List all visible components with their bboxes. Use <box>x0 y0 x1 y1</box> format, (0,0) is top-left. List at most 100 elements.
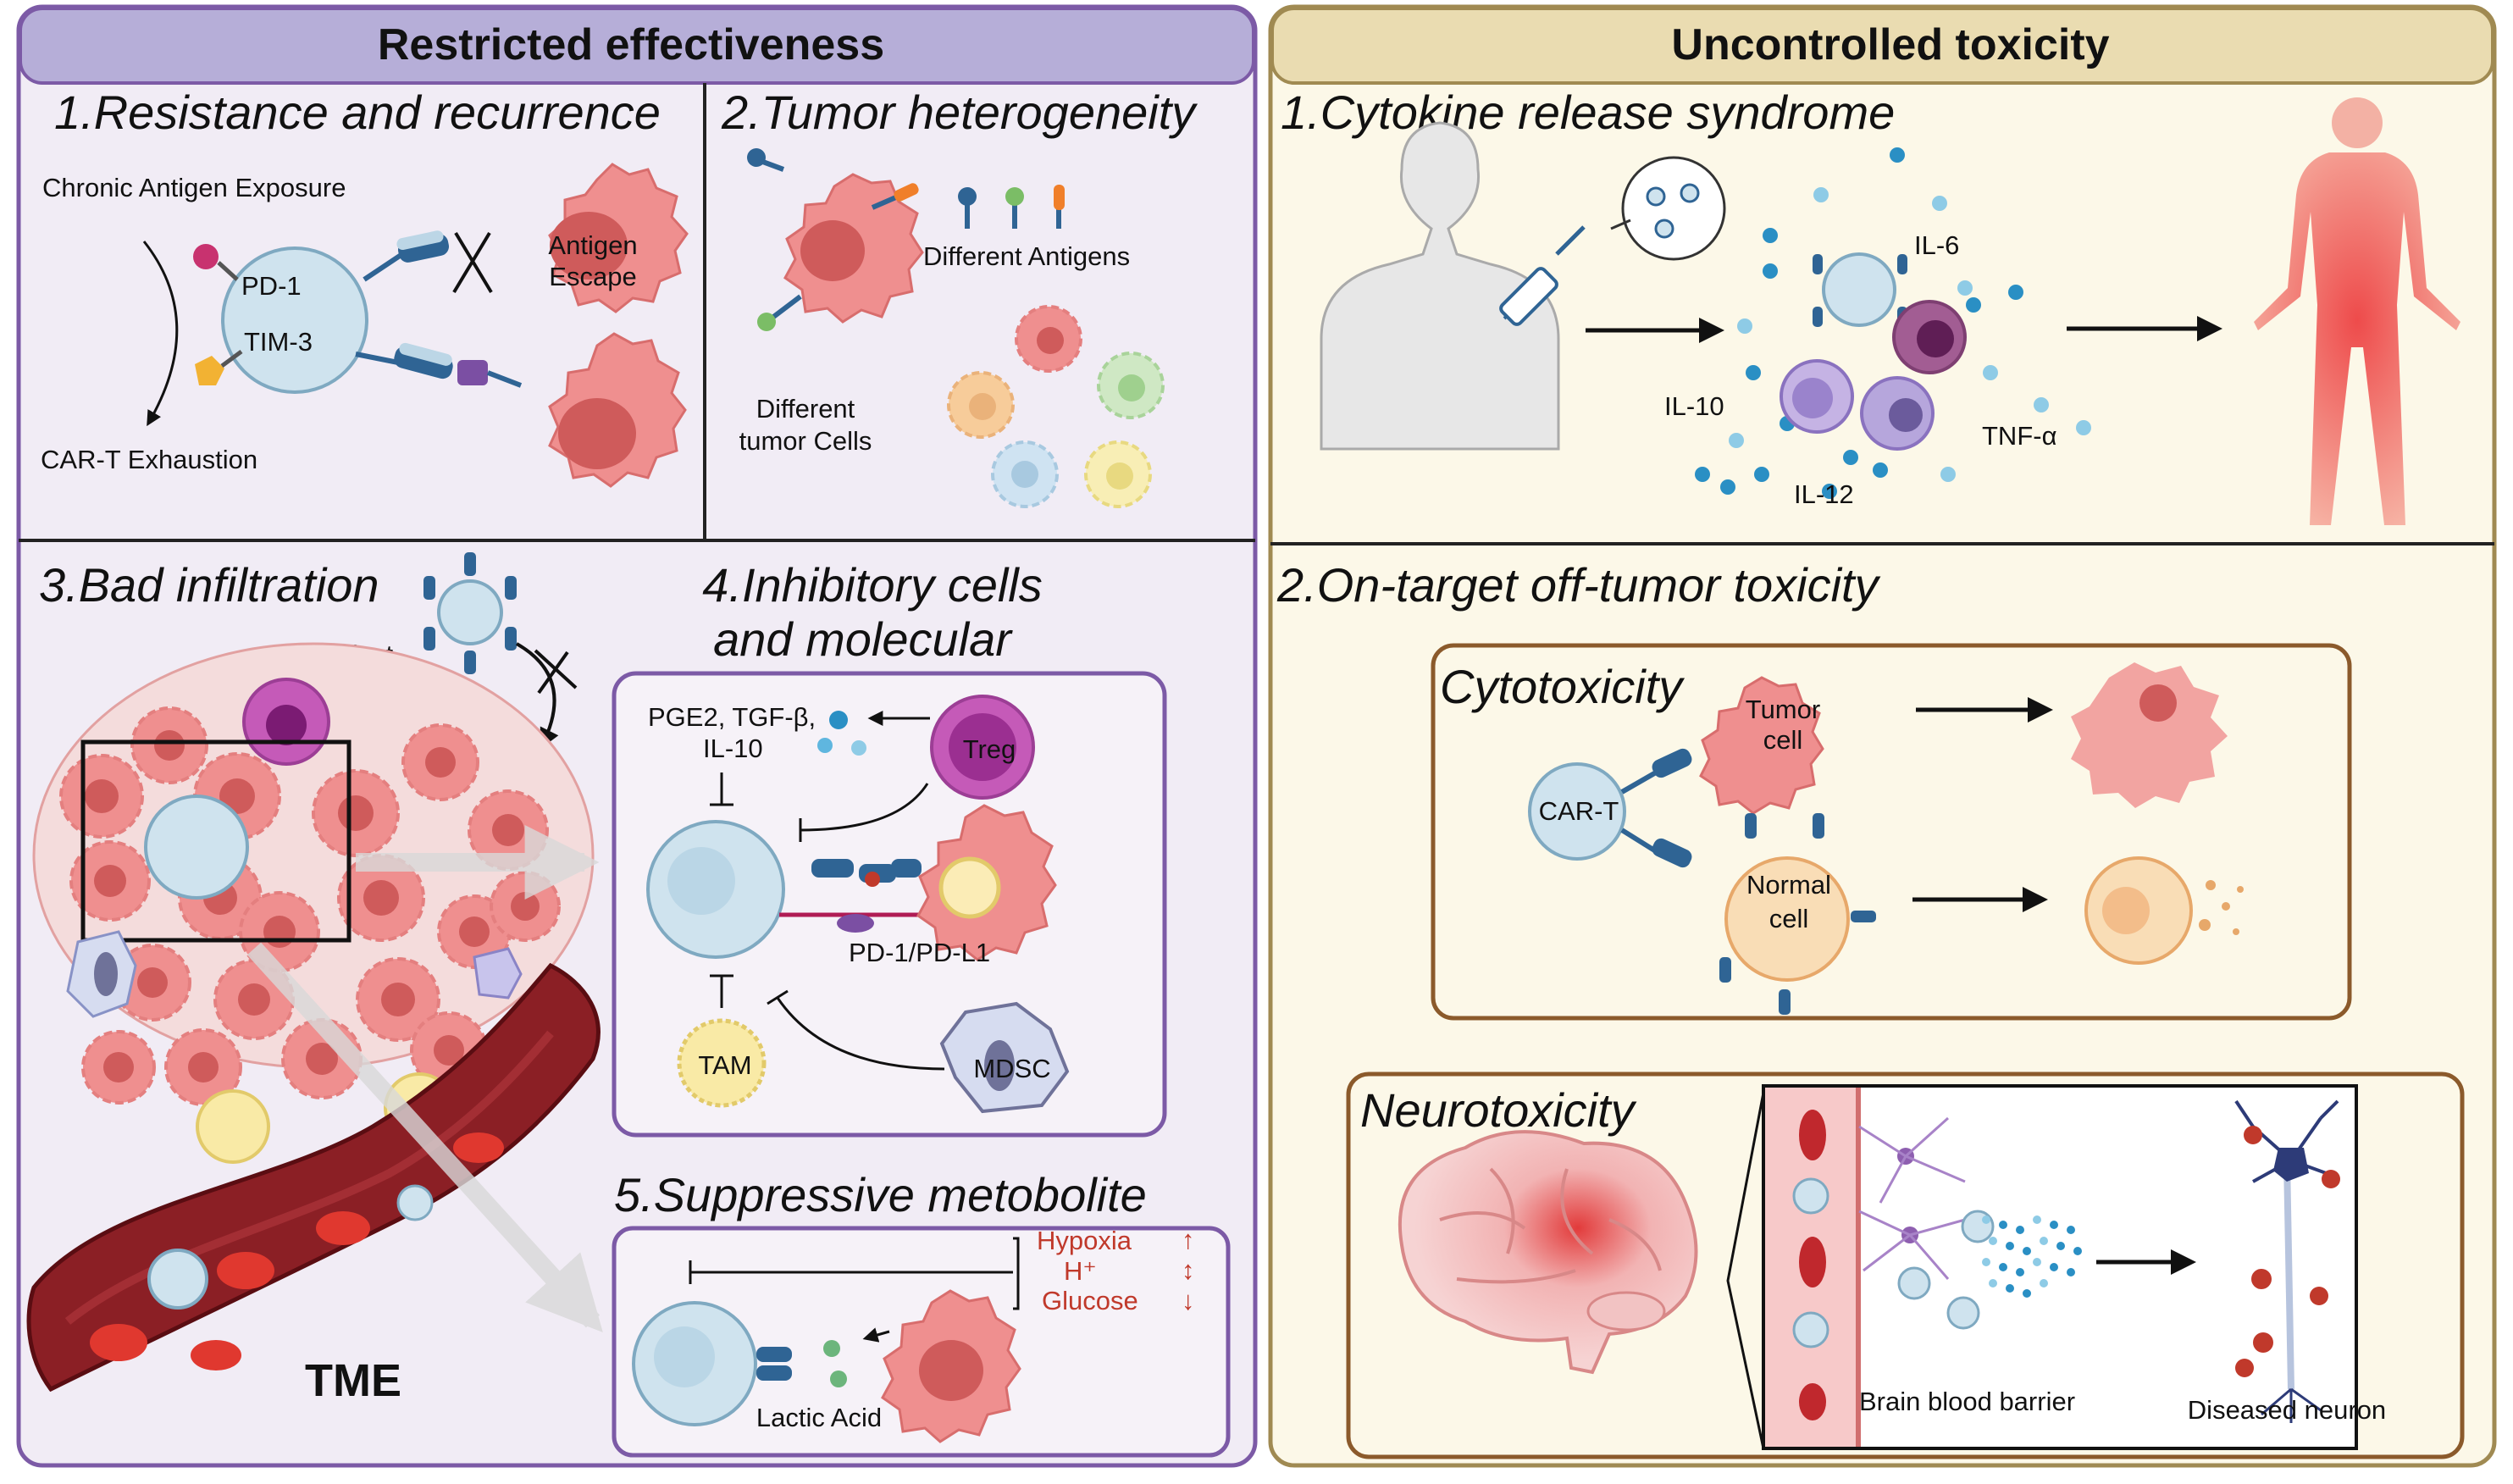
metabolite-title: 5.Suppressive metobolite <box>614 1168 1147 1221</box>
lactic-acid-label: Lactic Acid <box>756 1403 882 1432</box>
neuron-icon <box>2234 1099 2340 1423</box>
right-panel-header: Uncontrolled toxicity <box>1671 20 2109 69</box>
car-receptor-icon <box>811 859 922 887</box>
il6-label: IL-6 <box>1914 230 1959 260</box>
tam-label: TAM <box>698 1050 751 1080</box>
different-cells-label-2: tumor Cells <box>739 426 872 456</box>
molecules-label-2: IL-10 <box>703 734 763 763</box>
blood-vessel-icon <box>26 962 601 1393</box>
brain-icon <box>1398 1130 1698 1375</box>
il10-label: IL-10 <box>1664 391 1724 421</box>
normal-cell-icon <box>1719 813 1876 1015</box>
diseased-neuron-label: Diseased neuron <box>2188 1395 2386 1425</box>
car-receptor-icon <box>355 342 523 388</box>
neurotoxicity-title: Neurotoxicity <box>1360 1083 1637 1137</box>
arrow-up-icon: ↑ <box>1182 1225 1195 1254</box>
h-ion-label: H⁺ <box>1064 1256 1097 1286</box>
tumor-cell-icon <box>356 957 440 1042</box>
tumor-cell-icon <box>337 854 425 942</box>
antigen-escape-label-2: Escape <box>549 262 636 291</box>
tumor-cell-icon <box>81 1030 156 1105</box>
chronic-antigen-label: Chronic Antigen Exposure <box>42 173 346 202</box>
cytotoxicity-title: Cytotoxicity <box>1440 660 1685 713</box>
section-metabolite: 5.Suppressive metobolite Hypoxia H⁺ Gluc… <box>612 1168 1231 1458</box>
pd1-pdl1-label: PD-1/PD-L1 <box>849 938 990 967</box>
tme-label: TME <box>305 1355 401 1406</box>
glucose-label: Glucose <box>1042 1286 1138 1315</box>
inhibitory-title-2: and molecular <box>713 612 1013 666</box>
tumor-cell-icon <box>69 840 151 922</box>
mdsc-label: MDSC <box>973 1054 1050 1083</box>
tam-cell-icon <box>677 1018 767 1108</box>
otot-title: 2.On-target off-tumor toxicity <box>1276 558 1881 612</box>
antigen-escape-label-1: Antigen <box>548 230 637 260</box>
car-t-cell-icon <box>646 820 785 959</box>
crs-title: 1.Cytokine release syndrome <box>1281 86 1895 139</box>
car-t-cell-icon <box>1528 762 1626 861</box>
tumor-cell-icon <box>312 769 400 857</box>
section-neuro: Neurotoxicity <box>1346 1071 2465 1459</box>
tumor-cell-icon <box>991 440 1059 508</box>
tumor-cell-icon <box>490 871 561 942</box>
hypoxia-label: Hypoxia <box>1037 1226 1132 1255</box>
tumor-cell-icon <box>130 706 208 784</box>
pd1-label: PD-1 <box>241 271 302 301</box>
resistance-title: 1.Resistance and recurrence <box>54 86 661 139</box>
astrocyte-icon <box>1858 1116 1966 1280</box>
car-t-label: CAR-T <box>1539 796 1619 826</box>
normal-cell-label-2: cell <box>1769 904 1809 933</box>
section-heterogeneity: 2.Tumor heterogeneity Different Antigens… <box>721 86 1198 508</box>
car-t-cell-icon <box>1813 252 1907 327</box>
tim3-label: TIM-3 <box>244 327 313 357</box>
car-t-cell-icon <box>144 795 249 900</box>
tumor-cell-icon <box>548 332 687 488</box>
arrow-updown-icon: ↕ <box>1182 1255 1195 1285</box>
tumor-cell-icon <box>401 723 479 801</box>
different-cells-label-1: Different <box>756 394 855 424</box>
arrow-down-icon: ↓ <box>1182 1286 1195 1315</box>
molecules-label-1: PGE2, TGF-β, <box>648 702 816 732</box>
section-otot: 2.On-target off-tumor toxicity Cytotoxic… <box>1276 558 2352 1021</box>
tumor-cell-icon <box>59 754 144 839</box>
normal-cell-label-1: Normal <box>1746 870 1831 900</box>
treg-label: Treg <box>963 734 1016 764</box>
il12-label: IL-12 <box>1794 479 1854 509</box>
left-panel-header: Restricted effectiveness <box>378 20 884 69</box>
section-crs: 1.Cytokine release syndrome IL-6 I <box>1281 86 2460 525</box>
car-t-exhaustion-label: CAR-T Exhaustion <box>41 445 257 474</box>
section-inhibitory: 4.Inhibitory cells and molecular PGE2, T… <box>612 558 1167 1138</box>
tumor-cell-icon <box>1097 352 1165 419</box>
tumor-cell-icon <box>1015 305 1082 373</box>
heterogeneity-title: 2.Tumor heterogeneity <box>721 86 1198 139</box>
tumor-cell-icon <box>548 163 689 313</box>
lysed-tumor-icon <box>2071 662 2228 808</box>
bbb-label: Brain blood barrier <box>1859 1387 2075 1416</box>
cytokine-cloud <box>1982 1215 2082 1298</box>
tumor-cell-icon <box>947 371 1015 439</box>
dying-normal-cell-icon <box>2084 856 2244 965</box>
cytokine-cloud <box>1695 147 2091 499</box>
tumor-cell-icon <box>881 1289 1021 1443</box>
car-t-cell-icon <box>423 552 517 674</box>
tumor-cell-label-2: cell <box>1763 725 1803 755</box>
car-receptor-icon <box>1620 748 1692 868</box>
inhibitory-title-1: 4.Inhibitory cells <box>702 558 1043 612</box>
different-antigens-label: Different Antigens <box>923 241 1130 271</box>
syringe-icon <box>1499 225 1586 326</box>
tumor-cell-icon <box>1699 676 1824 815</box>
car-t-cell-icon <box>221 246 368 394</box>
section-resistance: 1.Resistance and recurrence Chronic Anti… <box>41 86 689 488</box>
human-body-icon <box>1320 121 1560 451</box>
human-body-icon <box>2254 97 2460 525</box>
car-t-cell-icon <box>632 1301 757 1426</box>
blood-vessel-icon <box>1765 1088 1861 1447</box>
section-infiltration: 3.Bad infiltration Fibroblast <box>26 552 603 1406</box>
tnf-label: TNF-α <box>1982 421 2057 451</box>
infiltration-title: 3.Bad infiltration <box>39 558 379 612</box>
tumor-cell-icon <box>1084 440 1152 508</box>
car-receptor-icon <box>363 230 450 282</box>
tumor-cell-icon <box>916 804 1057 961</box>
tumor-cell-label-1: Tumor <box>1746 695 1820 724</box>
block-cross-icon <box>452 231 493 294</box>
